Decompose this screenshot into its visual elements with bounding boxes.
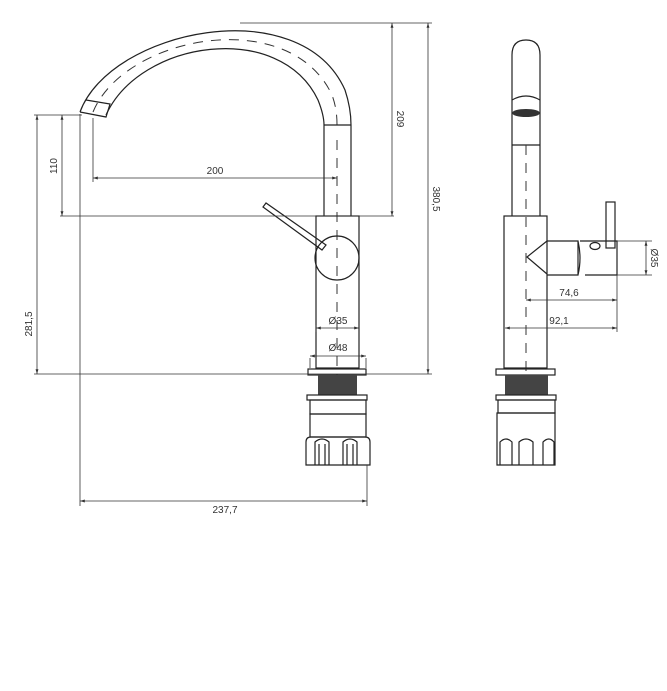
lever-handle	[262, 202, 327, 251]
side-body	[503, 215, 548, 369]
side-view: Ø35 74,6 92,1	[495, 39, 659, 466]
dim-spout-reach: 200	[207, 166, 224, 177]
side-nut-collar	[497, 399, 556, 414]
dim-handle-reach-axis: 74,6	[559, 288, 579, 299]
nut-collar	[309, 399, 367, 415]
side-nut-flange	[495, 394, 557, 401]
extension-lines	[34, 22, 432, 506]
nut-flange	[306, 394, 368, 401]
front-view: 200 110 281,5 209 380,5 Ø35 Ø48 237,7	[24, 22, 441, 516]
spout-tip	[79, 99, 111, 118]
aerator-outlet	[512, 109, 540, 117]
dim-handle-reach-total: 92,1	[549, 316, 569, 327]
aerator-ring	[511, 95, 541, 101]
nut-body	[309, 413, 367, 438]
side-spout-tube	[511, 39, 541, 216]
side-lever	[605, 201, 616, 249]
spout-inner	[105, 48, 325, 216]
dim-outlet-height: 281,5	[24, 311, 35, 336]
side-nut-knurl	[496, 412, 556, 466]
side-thread-shank	[505, 375, 548, 395]
dim-base-diameter: Ø48	[329, 343, 348, 354]
handle-hub	[314, 235, 360, 281]
thread-shank	[318, 375, 357, 395]
dim-total-height: 380,5	[430, 186, 441, 211]
dim-spout-height: 209	[394, 111, 405, 128]
dim-spout-clearance: 110	[49, 158, 60, 174]
dimension-lines	[35, 23, 430, 503]
dim-overall-width: 237,7	[212, 505, 237, 516]
cartridge-housing	[526, 240, 618, 276]
dim-handle-diameter: Ø35	[648, 249, 659, 268]
spout-outer	[79, 30, 352, 216]
nut-knurl	[305, 436, 371, 466]
dim-body-diameter: Ø35	[329, 316, 348, 327]
side-extension-lines	[616, 240, 652, 332]
spout-centerline	[92, 39, 338, 126]
indicator-icon	[589, 241, 601, 251]
side-dimension-lines	[505, 241, 648, 330]
